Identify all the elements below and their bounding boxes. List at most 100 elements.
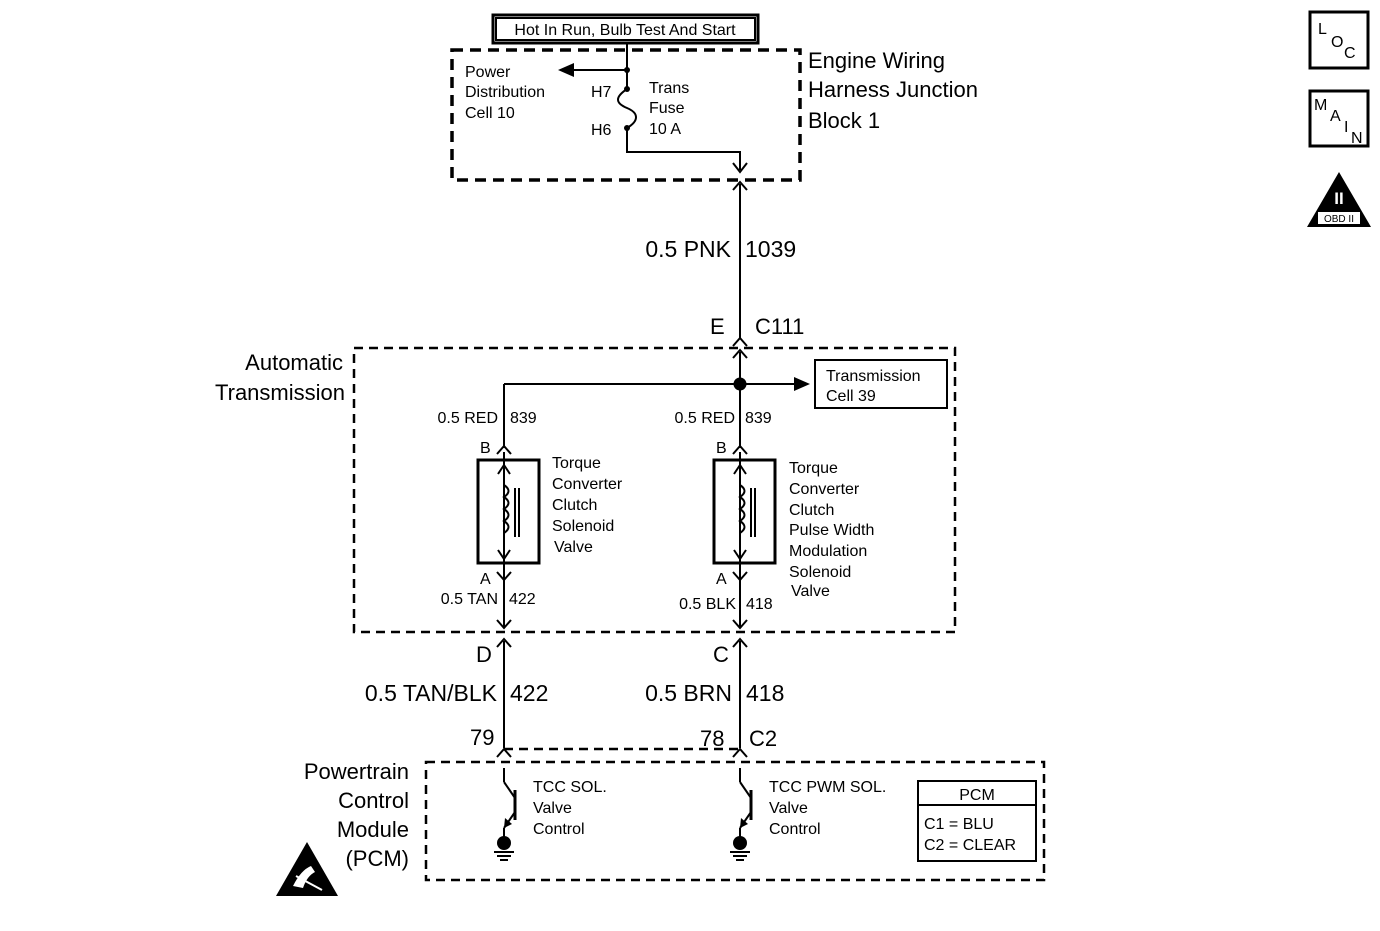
pwm-solenoid-label-4: Pulse Width bbox=[789, 522, 874, 539]
main-icon-letter-n: N bbox=[1351, 130, 1363, 147]
transmission-boundary bbox=[352, 346, 957, 634]
pcm-pin-79-icon bbox=[496, 747, 512, 758]
power-distribution-line-1: Power bbox=[465, 64, 511, 81]
pcm-boundary bbox=[424, 760, 1046, 882]
wire-422-internal-color: 0.5 TAN bbox=[441, 591, 498, 608]
wire-418-internal-circuit: 418 bbox=[746, 596, 773, 613]
tcc-solenoid-label-2: Converter bbox=[552, 476, 623, 493]
pcm-connector-legend bbox=[917, 780, 1037, 862]
loc-icon-letter-c: C bbox=[1344, 45, 1356, 62]
tcc-pin-b: B bbox=[480, 440, 491, 457]
pwm-pin-b: B bbox=[716, 440, 727, 457]
main-icon-letter-m: M bbox=[1314, 97, 1327, 114]
fuse-label-1: Trans bbox=[649, 80, 689, 97]
power-distribution-arrow-icon bbox=[558, 63, 574, 77]
pwm-pin-a: A bbox=[716, 571, 727, 588]
tcc-solenoid-icon bbox=[476, 452, 541, 568]
pcm-title-4: (PCM) bbox=[345, 846, 409, 871]
connector-male-icon bbox=[732, 180, 748, 191]
c111-connector-icon-2 bbox=[732, 348, 748, 359]
pwm-solenoid-label-2: Converter bbox=[789, 481, 860, 498]
wire-418-circuit: 418 bbox=[746, 680, 784, 706]
wire-1039-color: 0.5 PNK bbox=[645, 236, 731, 262]
transmission-title-2: Transmission bbox=[215, 380, 345, 405]
loc-icon-letter-o: O bbox=[1331, 34, 1343, 51]
c111-pin-e: E bbox=[710, 314, 725, 339]
tcc-control-label-2: Valve bbox=[533, 800, 572, 817]
c111-connector-icon bbox=[732, 336, 748, 347]
tcc-solenoid-label-3: Clutch bbox=[552, 497, 597, 514]
pwm-solenoid-label-3: Clutch bbox=[789, 502, 834, 519]
fuse-output-wire bbox=[626, 128, 741, 170]
transmission-title-1: Automatic bbox=[245, 350, 343, 375]
wire-1039-circuit: 1039 bbox=[745, 236, 796, 262]
connector-female-icon bbox=[732, 162, 748, 174]
loc-icon[interactable]: L O C bbox=[1308, 10, 1370, 70]
junction-block-boundary bbox=[450, 48, 802, 182]
tcc-solenoid-label-4: Solenoid bbox=[552, 518, 614, 535]
power-distribution-line-2: Distribution bbox=[465, 84, 545, 101]
loc-icon-letter-l: L bbox=[1318, 21, 1327, 38]
esd-warning-icon bbox=[276, 842, 338, 896]
wire-839-right-circuit: 839 bbox=[745, 410, 772, 427]
wire-422-circuit: 422 bbox=[510, 680, 548, 706]
wire-418-internal-color: 0.5 BLK bbox=[679, 596, 736, 613]
tcc-control-label-1: TCC SOL. bbox=[533, 779, 607, 796]
main-icon-letter-a: A bbox=[1330, 108, 1341, 125]
wire-422-color: 0.5 TAN/BLK bbox=[365, 680, 498, 706]
main-icon[interactable]: M A I N bbox=[1308, 89, 1370, 148]
main-icon-letter-i: I bbox=[1344, 119, 1348, 136]
transmission-cell-ref-1: Transmission bbox=[826, 368, 921, 385]
tcc-driver-transistor-icon bbox=[494, 768, 517, 861]
pcm-title-2: Control bbox=[338, 788, 409, 813]
pwm-solenoid-label-6: Solenoid bbox=[789, 564, 851, 581]
pwm-connector-exit-icon bbox=[732, 619, 748, 630]
pcm-legend-c2: C2 = CLEAR bbox=[924, 837, 1016, 854]
transmission-cell-ref-2: Cell 39 bbox=[826, 388, 876, 405]
pwm-solenoid-label-5: Modulation bbox=[789, 543, 867, 560]
pwm-control-label-3: Control bbox=[769, 821, 821, 838]
junction-block-title-1: Engine Wiring bbox=[808, 48, 945, 73]
wire-839-left-color: 0.5 RED bbox=[438, 410, 498, 427]
pin-d-label: D bbox=[476, 642, 492, 667]
wire-839-right-color: 0.5 RED bbox=[675, 410, 735, 427]
tcc-solenoid-label-1: Torque bbox=[552, 455, 601, 472]
wire-422-internal-circuit: 422 bbox=[509, 591, 536, 608]
pcm-title-1: Powertrain bbox=[304, 759, 409, 784]
pin-c-label: C bbox=[713, 642, 729, 667]
source-label: Hot In Run, Bulb Test And Start bbox=[514, 22, 736, 39]
pwm-control-label-1: TCC PWM SOL. bbox=[769, 779, 886, 796]
obd-ii-icon[interactable]: II OBD II bbox=[1307, 172, 1371, 227]
c111-name: C111 bbox=[755, 314, 804, 339]
pcm-legend-title: PCM bbox=[959, 787, 995, 804]
pwm-control-label-2: Valve bbox=[769, 800, 808, 817]
junction-block-title-2: Harness Junction bbox=[808, 77, 978, 102]
transmission-cell-ref-box bbox=[814, 359, 948, 409]
pwm-driver-transistor-icon bbox=[730, 768, 753, 861]
fuse-icon bbox=[617, 88, 637, 129]
pcm-pin-78: 78 bbox=[700, 726, 724, 751]
pin-d-connector-icon bbox=[496, 637, 512, 648]
wire-839-left-circuit: 839 bbox=[510, 410, 537, 427]
pin-h6-label: H6 bbox=[591, 122, 612, 139]
pcm-connector-c2: C2 bbox=[749, 726, 777, 751]
pcm-pin-78-icon bbox=[732, 747, 748, 758]
pcm-title-3: Module bbox=[337, 817, 409, 842]
tcc-solenoid-label-5: Valve bbox=[554, 539, 593, 556]
tcc-connector-top-icon bbox=[496, 444, 512, 455]
pcm-pin-79: 79 bbox=[470, 725, 494, 750]
tcc-connector-exit-icon bbox=[496, 619, 512, 630]
transmission-cell-arrow-icon bbox=[794, 377, 810, 391]
fuse-label-3: 10 A bbox=[649, 121, 681, 138]
pwm-solenoid-label-1: Torque bbox=[789, 460, 838, 477]
source-label-box: Hot In Run, Bulb Test And Start bbox=[491, 13, 760, 45]
pwm-solenoid-icon bbox=[712, 452, 777, 568]
power-distribution-line-3: Cell 10 bbox=[465, 105, 515, 122]
pwm-solenoid-label-7: Valve bbox=[791, 583, 830, 600]
tcc-control-label-3: Control bbox=[533, 821, 585, 838]
obd-ii-numeral: II bbox=[1334, 189, 1343, 208]
pin-c-connector-icon bbox=[732, 637, 748, 648]
junction-block-title-3: Block 1 bbox=[808, 108, 880, 133]
tcc-pin-a: A bbox=[480, 571, 491, 588]
